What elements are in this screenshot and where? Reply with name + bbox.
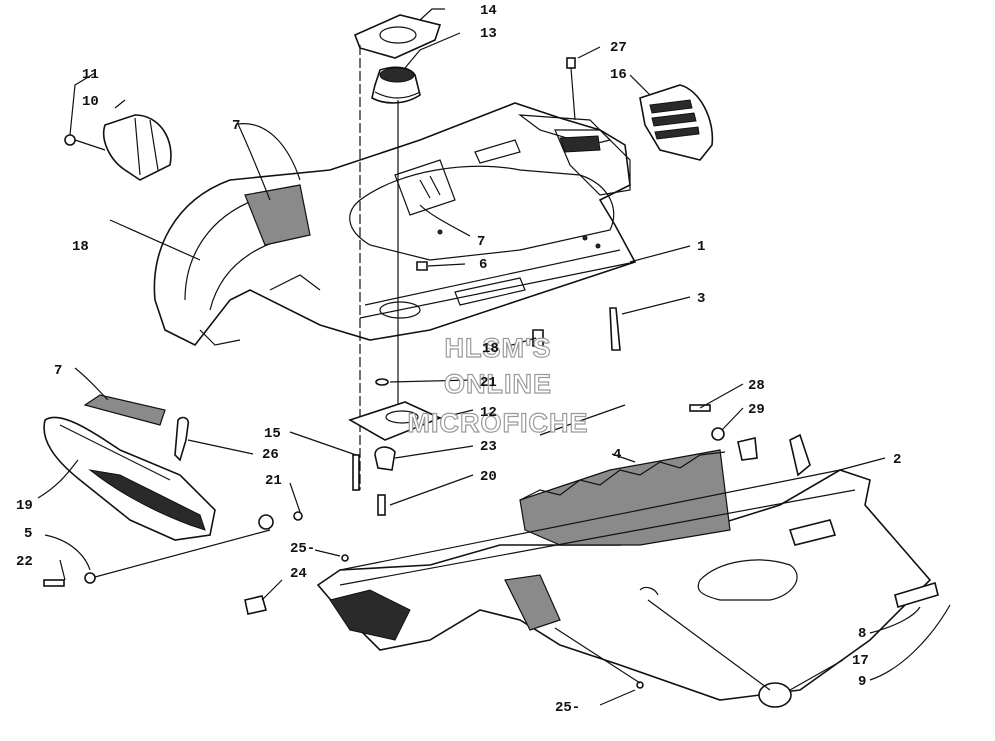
callout-17: 17 <box>852 653 869 669</box>
callout-7-top: 7 <box>232 118 240 134</box>
callout-27: 27 <box>610 40 627 56</box>
belly-pan-part <box>244 404 939 708</box>
callout-13: 13 <box>480 26 497 42</box>
callout-18-left: 18 <box>72 239 89 255</box>
callout-5: 5 <box>24 526 32 542</box>
upper-shroud-part <box>153 102 637 347</box>
callout-20: 20 <box>480 469 497 485</box>
callout-28: 28 <box>748 378 765 394</box>
callout-7-middle: 7 <box>477 234 485 250</box>
callout-6: 6 <box>479 257 487 273</box>
callout-8: 8 <box>858 626 866 642</box>
callout-24: 24 <box>290 566 307 582</box>
gasket-part <box>353 14 442 104</box>
callout-2: 2 <box>893 452 901 468</box>
callout-3: 3 <box>697 291 705 307</box>
callout-21-left: 21 <box>265 473 282 489</box>
leader-lines <box>37 8 951 706</box>
callout-18-center: 18 <box>482 341 499 357</box>
callout-16: 16 <box>610 67 627 83</box>
callout-12: 12 <box>480 405 497 421</box>
vent-grille-part <box>566 57 714 161</box>
watermark-line-2: ONLINE <box>444 369 552 399</box>
callout-9: 9 <box>858 674 866 690</box>
watermark-line-3: MICROFICHE <box>408 408 589 438</box>
front-bumper-part <box>43 394 303 587</box>
callout-10: 10 <box>82 94 99 110</box>
callout-25-upper: 25- <box>290 541 315 557</box>
watermark-line-1: HLSM'S <box>445 333 552 363</box>
callout-29: 29 <box>748 402 765 418</box>
callout-19: 19 <box>16 498 33 514</box>
callout-7-left: 7 <box>54 363 62 379</box>
callout-4: 4 <box>613 447 621 463</box>
callout-11: 11 <box>82 67 99 83</box>
intake-boot-part <box>64 114 172 181</box>
callout-25-lower: 25- <box>555 700 580 716</box>
callout-21-center: 21 <box>480 375 497 391</box>
callout-15: 15 <box>264 426 281 442</box>
callout-1: 1 <box>697 239 705 255</box>
callout-14: 14 <box>480 3 497 19</box>
callout-23: 23 <box>480 439 497 455</box>
callout-22: 22 <box>16 554 33 570</box>
callout-26: 26 <box>262 447 279 463</box>
